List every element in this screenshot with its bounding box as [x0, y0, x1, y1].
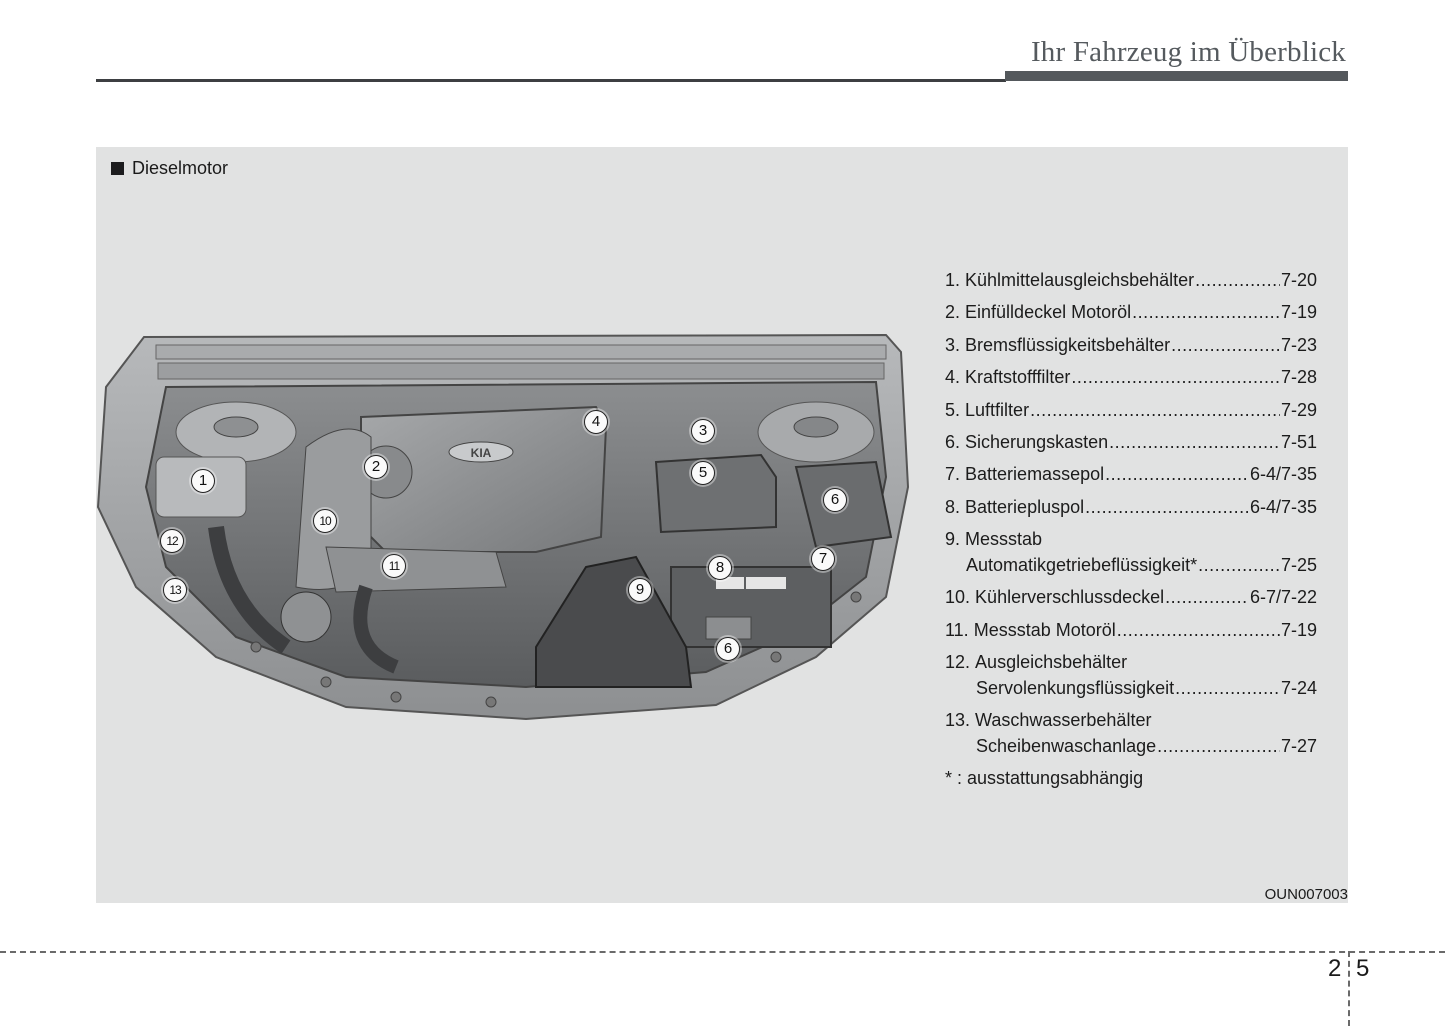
chapter-number: 2	[1328, 955, 1342, 982]
legend-item-page: 7-27	[1280, 735, 1317, 756]
legend-item: 4. Kraftstofffilter 7-28	[945, 367, 1317, 399]
legend-item-number: 1.	[945, 270, 961, 290]
footer-divider	[0, 951, 1445, 953]
legend-item-number: 9.	[945, 529, 961, 550]
figure-panel: Dieselmotor	[96, 147, 1348, 903]
leader-dots	[1132, 302, 1280, 323]
figure-code: OUN007003	[1264, 886, 1348, 903]
legend-item-name-cont: Scheibenwaschanlage	[976, 735, 1157, 756]
leader-dots	[1030, 400, 1280, 421]
section-label-text: Dieselmotor	[132, 158, 229, 178]
legend-item-number: 11.	[945, 619, 969, 640]
legend-item-page: 7-23	[1280, 334, 1317, 355]
legend-item-page: 7-19	[1280, 619, 1317, 640]
legend-item-name: Bremsflüssigkeitsbehälter	[965, 334, 1171, 355]
section-label: Dieselmotor	[111, 158, 228, 179]
legend-item-name: Messstab Motoröl	[973, 619, 1116, 640]
legend-item: 6. Sicherungskasten 7-51	[945, 432, 1317, 464]
legend-item-number: 12.	[945, 651, 971, 672]
legend-item-number: 3.	[945, 334, 961, 355]
callout-marker: 5	[691, 461, 715, 485]
chapter-title: Ihr Fahrzeug im Überblick	[1030, 36, 1346, 68]
legend-item-number: 7.	[945, 464, 961, 485]
legend-item: 2. Einfülldeckel Motoröl 7-19	[945, 302, 1317, 334]
header-rule	[96, 79, 1006, 82]
callout-marker: 3	[691, 419, 715, 443]
legend-item-page: 6-4/7-35	[1249, 496, 1317, 517]
legend-item-name: Kühlmittelausgleichsbehälter	[965, 270, 1195, 290]
leader-dots	[1157, 736, 1280, 757]
legend-item-page: 7-29	[1280, 399, 1317, 420]
legend-item-page: 7-20	[1280, 270, 1317, 290]
legend-item-name: Kühlerverschlussdeckel	[975, 587, 1165, 608]
legend-item-page: 7-25	[1280, 555, 1317, 576]
callout-marker: 2	[364, 455, 388, 479]
callout-marker: 13	[163, 578, 187, 602]
legend-item-name-cont: Servolenkungsflüssigkeit	[976, 677, 1175, 698]
legend-item-number: 6.	[945, 431, 961, 452]
legend-item-number: 13.	[945, 709, 971, 730]
legend-item-number: 4.	[945, 367, 961, 388]
legend-item-number: 10.	[945, 587, 971, 608]
header-bar	[1005, 71, 1348, 81]
legend-item-name: Batteriepluspol	[965, 496, 1085, 517]
legend-item-name: Messstab	[965, 529, 1043, 550]
callout-marker: 1	[191, 469, 215, 493]
leader-dots	[1085, 497, 1249, 518]
legend-item-number: 5.	[945, 399, 961, 420]
legend-item: 11. Messstab Motoröl 7-19	[945, 620, 1317, 652]
callout-marker: 8	[708, 556, 732, 580]
legend-item-name: Einfülldeckel Motoröl	[965, 302, 1132, 323]
legend-item-page: 6-7/7-22	[1249, 587, 1317, 608]
legend-item: 10. Kühlerverschlussdeckel 6-7/7-22	[945, 587, 1317, 619]
component-legend: 1. Kühlmittelausgleichsbehälter 7-20 2. Ei…	[945, 270, 1317, 789]
leader-dots	[1117, 620, 1280, 641]
leader-dots	[1105, 464, 1249, 485]
callout-marker: 9	[628, 578, 652, 602]
legend-item-name: Ausgleichsbehälter	[975, 651, 1128, 672]
page-number: 5	[1356, 955, 1370, 982]
engine-bay-graphic: KIA	[96, 333, 910, 721]
legend-item-name: Kraftstofffilter	[965, 367, 1071, 388]
legend-item-page: 6-4/7-35	[1249, 464, 1317, 485]
legend-item: 3. Bremsflüssigkeitsbehälter 7-23	[945, 335, 1317, 367]
legend-item: 1. Kühlmittelausgleichsbehälter 7-20	[945, 270, 1317, 302]
square-bullet-icon	[111, 162, 124, 175]
leader-dots	[1198, 555, 1280, 576]
legend-item-page: 7-51	[1280, 431, 1317, 452]
leader-dots	[1175, 678, 1280, 699]
legend-item: 5. Luftfilter 7-29	[945, 400, 1317, 432]
callout-marker: 6	[716, 637, 740, 661]
legend-item-page: 7-19	[1280, 302, 1317, 323]
legend-item-name-cont: Automatikgetriebeflüssigkeit*	[966, 555, 1198, 576]
legend-item-name: Waschwasserbehälter	[975, 709, 1152, 730]
kia-logo: KIA	[471, 446, 492, 460]
leader-dots	[1165, 587, 1249, 608]
legend-item-page: 7-24	[1280, 677, 1317, 698]
leader-dots	[1195, 270, 1280, 291]
legend-item-page: 7-28	[1280, 367, 1317, 388]
legend-footnote: * : ausstattungsabhängig	[945, 767, 1144, 788]
callout-marker: 12	[160, 529, 184, 553]
legend-item-number: 8.	[945, 496, 961, 517]
leader-dots	[1071, 367, 1280, 388]
legend-item-number: 2.	[945, 302, 961, 323]
callout-marker: 11	[382, 554, 406, 578]
footer-page-divider	[1348, 951, 1350, 1026]
legend-item: 7. Batteriemassepol 6-4/7-35	[945, 464, 1317, 496]
legend-item-name: Luftfilter	[965, 399, 1030, 420]
callout-marker: 10	[313, 509, 337, 533]
legend-item: 8. Batteriepluspol 6-4/7-35	[945, 497, 1317, 529]
callout-marker: 7	[811, 547, 835, 571]
leader-dots	[1109, 432, 1280, 453]
legend-item-name: Batteriemassepol	[965, 464, 1105, 485]
leader-dots	[1171, 335, 1280, 356]
callout-marker: 4	[584, 410, 608, 434]
callout-marker: 6	[823, 488, 847, 512]
legend-item-name: Sicherungskasten	[965, 431, 1109, 452]
